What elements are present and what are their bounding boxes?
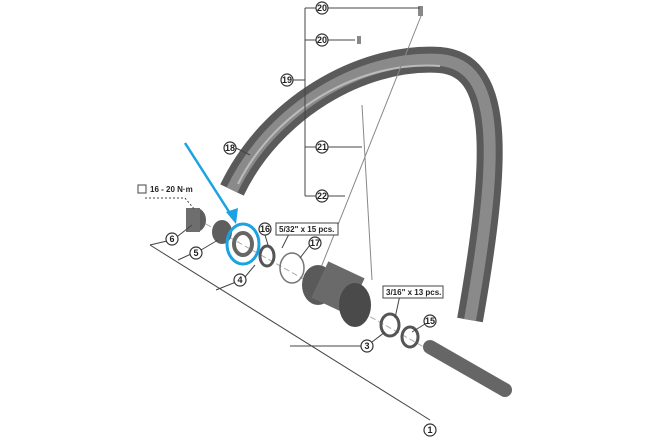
callout-number: 6 — [169, 234, 174, 244]
torque-leader-line — [145, 197, 196, 211]
callout-16: 16 — [258, 222, 272, 236]
callout-19: 19 — [280, 73, 294, 87]
callout-20: 20 — [315, 33, 329, 47]
callout-number: 22 — [317, 191, 327, 201]
steel-balls-front-label: 5/32" x 15 pcs. — [279, 225, 334, 234]
spacer-part — [279, 252, 305, 284]
callout-6: 6 — [165, 232, 179, 246]
callout-number: 21 — [317, 142, 327, 152]
callout-number: 3 — [364, 341, 369, 351]
callout-21: 21 — [315, 140, 329, 154]
nipple — [357, 36, 361, 44]
callout-20-top: 20 — [315, 1, 329, 15]
axle-part — [423, 340, 512, 397]
callout-15: 15 — [423, 314, 437, 328]
axle-centerline — [189, 214, 501, 391]
nipple — [418, 6, 423, 16]
callout-number: 16 — [260, 224, 270, 234]
callout-22: 22 — [315, 189, 329, 203]
hub-freehub — [339, 283, 371, 327]
cone-part — [400, 325, 420, 349]
callout-number: 5 — [193, 248, 198, 258]
highlight-circle — [225, 222, 261, 266]
callout-number: 18 — [225, 143, 235, 153]
steel-balls-rear-label: 3/16" x 13 pcs. — [386, 288, 441, 297]
callout-18: 18 — [223, 141, 237, 155]
arrow-head-icon — [226, 208, 238, 224]
callout-4: 4 — [233, 273, 247, 287]
lock-ring-body — [186, 208, 200, 232]
hub-body-part — [302, 261, 371, 327]
callout-number: 19 — [282, 75, 292, 85]
rim-highlight — [237, 64, 441, 185]
bearing-cone-part — [258, 244, 276, 268]
torque-wrench-icon — [137, 184, 147, 194]
callout-1: 1 — [423, 423, 437, 437]
callout-17: 17 — [308, 236, 322, 250]
ball-retainer-part — [379, 312, 401, 338]
leader-lines-lower — [149, 224, 431, 421]
steel-balls-rear-box — [382, 285, 444, 299]
callout-5: 5 — [189, 246, 203, 260]
steel-balls-front-box — [275, 222, 339, 236]
callout-number: 1 — [427, 425, 432, 435]
callout-number: 17 — [310, 238, 320, 248]
callout-number: 20 — [317, 3, 327, 13]
rim-inner-channel — [226, 53, 496, 322]
seal-ring-part — [232, 231, 254, 257]
spoke — [361, 104, 373, 281]
callout-3: 3 — [360, 339, 374, 353]
leader-line-18 — [235, 147, 251, 156]
callout-number: 20 — [317, 35, 327, 45]
callout-number: 15 — [425, 316, 435, 326]
callout-number: 4 — [237, 275, 242, 285]
torque-spec-label: 16 - 20 N·m — [150, 185, 193, 194]
highlight-arrow — [183, 142, 235, 219]
bracket-lines-upper — [293, 7, 420, 197]
